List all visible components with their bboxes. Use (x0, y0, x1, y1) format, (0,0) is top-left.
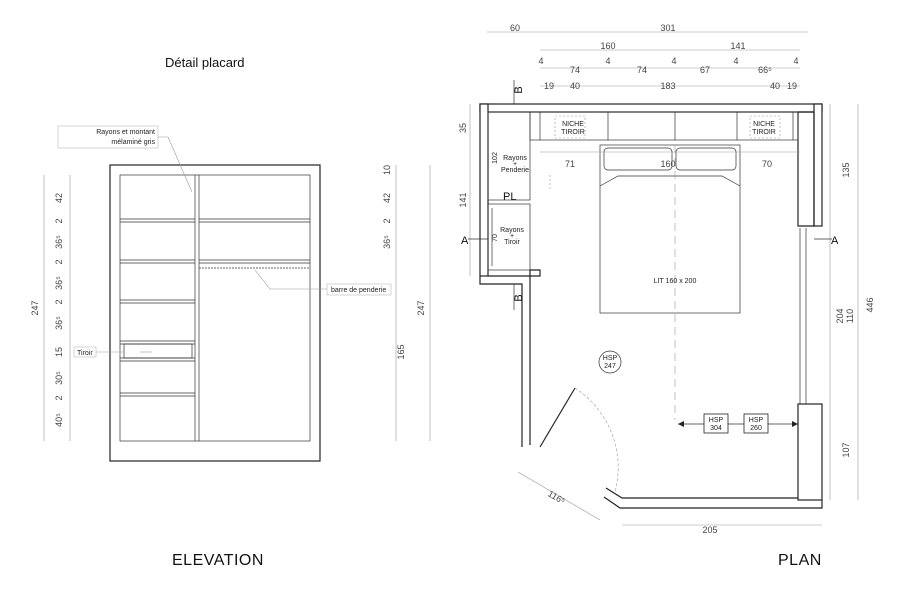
svg-text:247: 247 (604, 363, 616, 370)
elevation-total-left: 247 (30, 300, 40, 315)
svg-text:66⁵: 66⁵ (758, 65, 772, 75)
svg-text:HSP: HSP (709, 417, 724, 424)
rayons-tiroir-label: Rayons (500, 227, 524, 234)
svg-text:183: 183 (660, 81, 675, 91)
svg-text:70: 70 (492, 234, 499, 242)
pl-label: PL (503, 191, 516, 203)
right-shelves (199, 218, 310, 269)
hsp-304-tag (703, 413, 729, 434)
svg-text:446: 446 (865, 297, 875, 312)
section-b-bottom: B (513, 294, 525, 301)
svg-text:4: 4 (733, 56, 738, 66)
svg-text:42: 42 (54, 193, 64, 203)
svg-text:40: 40 (570, 81, 580, 91)
svg-text:TIROIR: TIROIR (561, 129, 585, 136)
plan-caption: PLAN (778, 552, 822, 569)
svg-text:74: 74 (570, 65, 580, 75)
section-a-left: A (461, 235, 469, 247)
elevation-caption: ELEVATION (172, 552, 264, 569)
svg-text:204: 204 (835, 308, 845, 323)
svg-text:135: 135 (841, 162, 851, 177)
svg-text:40: 40 (770, 81, 780, 91)
niche-left-label: NICHE (562, 121, 584, 128)
closet-blocks (487, 111, 551, 271)
svg-text:260: 260 (750, 425, 762, 432)
svg-text:74: 74 (637, 65, 647, 75)
svg-text:4: 4 (793, 56, 798, 66)
svg-text:30⁵: 30⁵ (54, 371, 64, 385)
svg-text:35: 35 (458, 123, 468, 133)
svg-text:67: 67 (700, 65, 710, 75)
rayons-penderie-label: Rayons (503, 155, 527, 162)
svg-text:Tiroir: Tiroir (504, 239, 520, 246)
svg-text:141: 141 (458, 192, 468, 207)
hsp-260-tag (743, 413, 769, 434)
svg-text:4: 4 (671, 56, 676, 66)
section-b-top: B (513, 86, 525, 93)
svg-text:60: 60 (510, 23, 520, 33)
svg-text:HSP: HSP (749, 417, 764, 424)
svg-text:110: 110 (845, 309, 855, 323)
svg-text:36⁵: 36⁵ (54, 235, 64, 249)
svg-text:+: + (513, 161, 517, 168)
svg-text:10: 10 (382, 165, 392, 175)
svg-text:2: 2 (54, 395, 64, 400)
svg-text:2: 2 (54, 299, 64, 304)
bottom-dim: 205 (702, 525, 717, 535)
section-a-right: A (831, 235, 839, 247)
svg-text:36⁵: 36⁵ (54, 316, 64, 330)
niche-right-label: NICHE (753, 121, 775, 128)
svg-text:36⁵: 36⁵ (382, 235, 392, 249)
plan-walls (479, 103, 823, 509)
shelves-label: Rayons et montant (96, 129, 155, 136)
section-marks (468, 80, 832, 310)
svg-text:160: 160 (600, 41, 615, 51)
svg-text:+: + (510, 233, 514, 240)
bed-label: LIT 160 x 200 (654, 278, 697, 285)
cabinet-inner (119, 174, 311, 442)
plan-top-dims: 60 301 160 141 4 74 4 74 4 67 4 66⁵ 4 19… (487, 23, 808, 91)
bed (540, 144, 800, 420)
svg-text:2: 2 (54, 259, 64, 264)
svg-text:15: 15 (54, 347, 64, 357)
svg-text:70: 70 (762, 159, 772, 169)
svg-text:mélaminé gris: mélaminé gris (111, 139, 155, 146)
svg-text:19: 19 (544, 81, 554, 91)
svg-text:2: 2 (54, 218, 64, 223)
elevation-left-dims: 42 2 36⁵ 2 36⁵ 2 36⁵ 15 30⁵ 2 40⁵ 247 (30, 193, 64, 427)
svg-text:36⁵: 36⁵ (54, 276, 64, 290)
svg-text:247: 247 (416, 300, 426, 315)
svg-text:HSP: HSP (603, 355, 618, 362)
elevation-right-dims: 10 42 2 36⁵ 165 247 (382, 165, 426, 360)
svg-text:4: 4 (538, 56, 543, 66)
svg-text:141: 141 (730, 41, 745, 51)
svg-text:Penderie: Penderie (501, 167, 529, 174)
left-shelves (120, 218, 195, 397)
svg-text:42: 42 (382, 193, 392, 203)
svg-text:301: 301 (660, 23, 675, 33)
cabinet-outer (109, 164, 321, 462)
svg-text:4: 4 (605, 56, 610, 66)
svg-text:160: 160 (660, 159, 675, 169)
entry-door: 116⁵ (517, 387, 619, 521)
drawer (123, 343, 193, 359)
hsp-center-tag (598, 350, 622, 374)
rod-label: barre de penderie (331, 287, 386, 294)
svg-text:304: 304 (710, 425, 722, 432)
svg-text:71: 71 (565, 159, 575, 169)
svg-text:19: 19 (787, 81, 797, 91)
svg-text:165: 165 (396, 344, 406, 359)
svg-text:102: 102 (492, 152, 499, 164)
svg-text:107: 107 (841, 442, 851, 457)
svg-text:2: 2 (382, 218, 392, 223)
svg-text:40⁵: 40⁵ (54, 413, 64, 427)
elevation-title: Détail placard (165, 55, 245, 70)
door-dim: 116⁵ (546, 489, 567, 507)
svg-text:TIROIR: TIROIR (752, 129, 776, 136)
drawer-label: Tiroir (77, 350, 93, 357)
